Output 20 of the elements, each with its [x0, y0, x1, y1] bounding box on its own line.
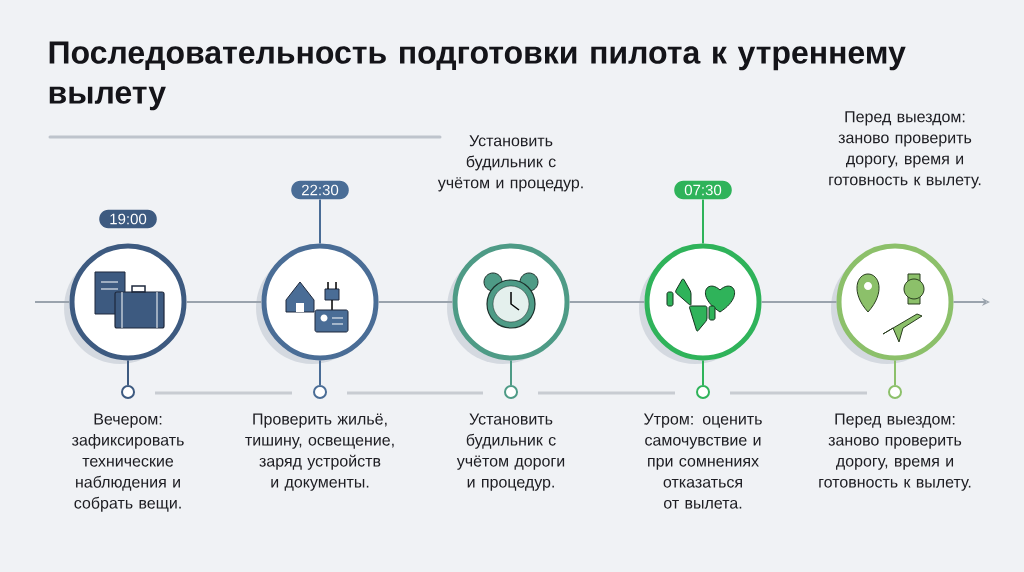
connector-line — [568, 301, 646, 303]
step-description: Установить будильник с учётом дороги и процедур. — [456, 413, 565, 491]
step-description: Проверить жильё, тишину, освещение, заряд устройств и документы. — [245, 413, 394, 491]
title: Последовательность подготовки пилота к утреннему вылету — [49, 41, 906, 111]
step-caption: Установить будильник с учётом и процедур. — [437, 135, 583, 192]
connector-line — [760, 301, 838, 303]
connector-line — [319, 198, 321, 245]
connector-line — [510, 359, 512, 386]
connector-line — [702, 198, 704, 245]
connector-line — [894, 359, 896, 386]
connector-line — [702, 359, 704, 386]
step-description: Перед выездом: заново проверить дорогу, время и готовность к вылету. — [819, 413, 971, 491]
connector-line — [34, 301, 71, 303]
connector-line — [377, 301, 454, 303]
connector-line — [127, 359, 129, 386]
step-description: Утром: оценить самочувствие и при сомнениях отказаться от вылета. — [643, 413, 762, 509]
step-description: Вечером: зафиксировать технические наблюдения и собрать вещи. — [72, 413, 184, 512]
step-caption: Перед выездом: заново проверить дорогу, время и готовность к вылету. — [829, 111, 981, 189]
connector-line — [185, 301, 263, 303]
connector-line — [319, 359, 321, 386]
